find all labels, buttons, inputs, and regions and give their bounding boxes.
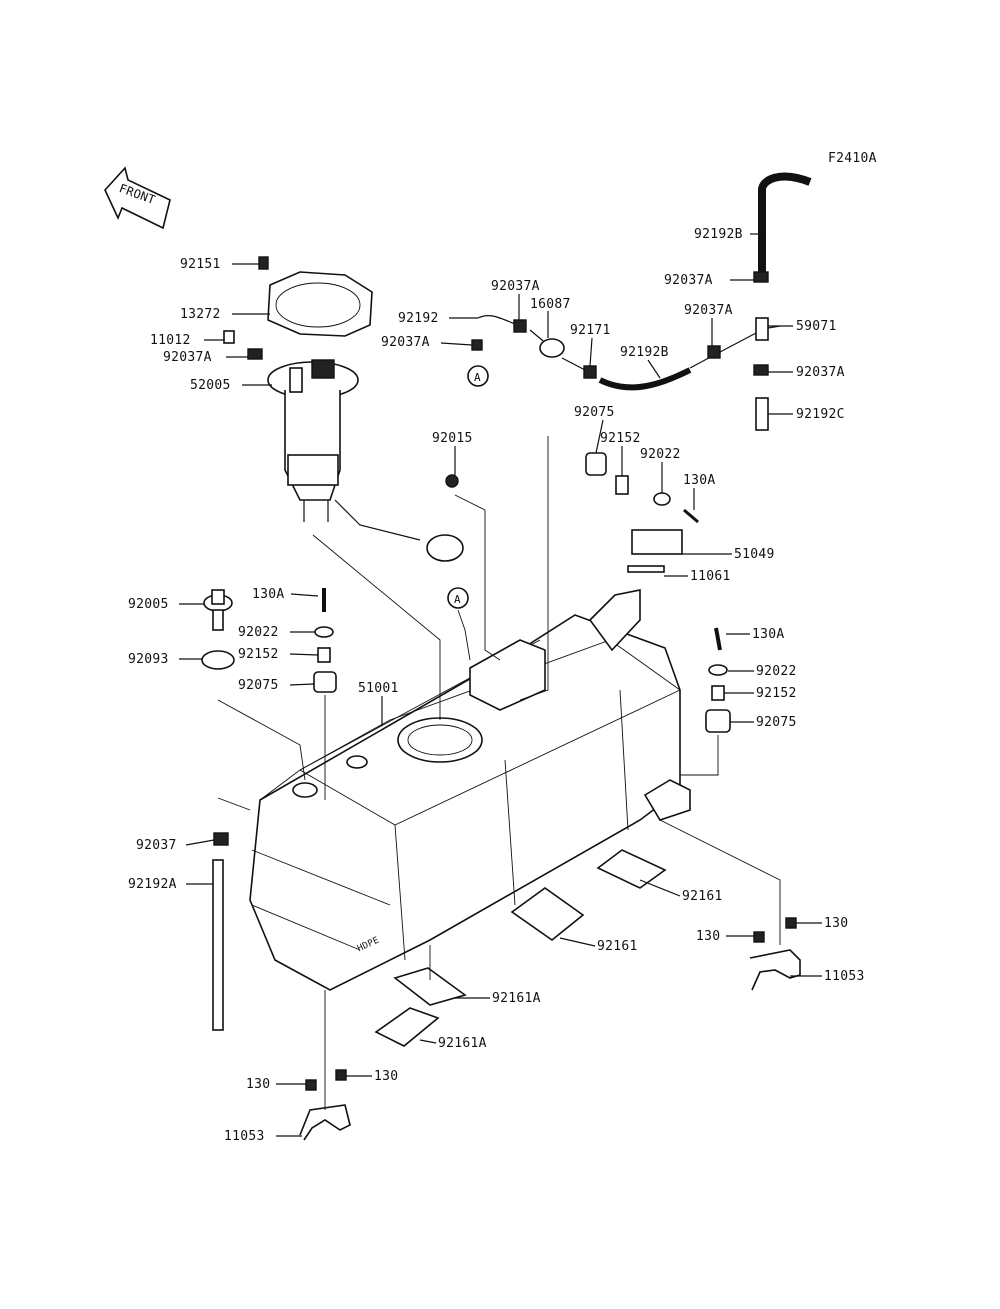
part-label: 11053 xyxy=(224,1129,265,1144)
part-label: 92037A xyxy=(163,350,212,365)
tee-fitting-59071 xyxy=(755,317,781,341)
part-label: 92152 xyxy=(600,431,641,446)
part-label: 92022 xyxy=(238,625,279,640)
part-label: 92161 xyxy=(682,889,723,904)
part-label: 130A xyxy=(752,627,785,642)
clamp-92037a-a xyxy=(513,319,527,333)
clamp-92037 xyxy=(213,832,229,846)
part-label: 92152 xyxy=(238,647,279,662)
washer-92022-right xyxy=(708,664,728,676)
fuel-cap-51049 xyxy=(631,529,683,555)
fuel-pump-52005 xyxy=(267,359,464,562)
gasket-11061 xyxy=(627,565,665,573)
grommet-92075-right xyxy=(705,709,731,733)
part-label: 92075 xyxy=(756,715,797,730)
bracket-11053-right xyxy=(749,917,801,991)
hose-92192b-top xyxy=(758,172,812,191)
hose-92192b-main xyxy=(598,367,692,391)
part-label: 92192B xyxy=(620,345,669,360)
part-label: 52005 xyxy=(190,378,231,393)
part-label: 51001 xyxy=(358,681,399,696)
part-label: 92037 xyxy=(136,838,177,853)
nut-92015 xyxy=(445,474,459,488)
hose-92192c xyxy=(755,397,769,431)
pad-92161a-upper xyxy=(393,967,467,1006)
bracket-11053-left xyxy=(299,1069,351,1141)
clamp-92037a-c xyxy=(707,345,721,359)
bolt-92005 xyxy=(203,589,233,631)
part-label: 92093 xyxy=(128,652,169,667)
part-label: 130 xyxy=(246,1077,270,1092)
leader-lines xyxy=(179,233,822,1137)
svg-text:A: A xyxy=(454,593,461,606)
part-label: 13272 xyxy=(180,307,221,322)
hose-92192a xyxy=(212,859,224,1031)
grommet-92075-left xyxy=(313,671,337,693)
part-labels: 92151 13272 11012 92037A 52005 92192 920… xyxy=(128,227,865,1144)
front-arrow-icon: FRONT xyxy=(104,166,171,230)
part-label: 92037A xyxy=(491,279,540,294)
part-label: 92075 xyxy=(574,405,615,420)
clamp-92037a-d xyxy=(753,271,769,283)
callout-a-lower: A xyxy=(447,587,469,609)
part-label: 92192C xyxy=(796,407,845,422)
part-label: 92161A xyxy=(438,1036,487,1051)
part-label: 92037A xyxy=(664,273,713,288)
part-label: 11061 xyxy=(690,569,731,584)
pad-92161a-lower xyxy=(374,1007,440,1047)
fuel-filter-16087 xyxy=(529,329,586,371)
part-label: 130A xyxy=(252,587,285,602)
figure-code: F2410A xyxy=(828,151,877,166)
washer-92022-top xyxy=(653,492,671,506)
gasket-13272 xyxy=(267,271,373,337)
svg-text:A: A xyxy=(474,371,481,384)
part-label: 92171 xyxy=(570,323,611,338)
part-label: 16087 xyxy=(530,297,571,312)
part-label: 130 xyxy=(374,1069,398,1084)
part-label: 92015 xyxy=(432,431,473,446)
part-label: 92161A xyxy=(492,991,541,1006)
pad-92161-mid xyxy=(510,887,585,942)
part-label: 92192A xyxy=(128,877,177,892)
grommet-92093 xyxy=(201,650,235,670)
part-label: 92022 xyxy=(640,447,681,462)
bolt-92151 xyxy=(258,256,269,270)
fitting-11012 xyxy=(223,330,235,344)
bolt-130a-right xyxy=(714,627,722,651)
part-label: 92037A xyxy=(796,365,845,380)
fuel-tank-51001: HDPE xyxy=(249,589,691,991)
part-label: 92192B xyxy=(694,227,743,242)
collar-92152-right xyxy=(711,685,725,701)
part-label: 92022 xyxy=(756,664,797,679)
collar-92152-left xyxy=(317,647,331,663)
clamp-92037a-b xyxy=(471,339,483,351)
part-label: 92037A xyxy=(684,303,733,318)
washer-92022-left xyxy=(314,626,334,638)
callout-a-upper: A xyxy=(467,365,489,387)
part-label: 130A xyxy=(683,473,716,488)
part-label: 92151 xyxy=(180,257,221,272)
part-label: 92037A xyxy=(381,335,430,350)
part-label: 130 xyxy=(824,916,848,931)
grommet-92075-top xyxy=(585,452,607,476)
collar-92152-top xyxy=(615,475,629,495)
part-label: 130 xyxy=(696,929,720,944)
clamp-92037a-pump xyxy=(247,348,263,360)
part-label: 51049 xyxy=(734,547,775,562)
part-label: 59071 xyxy=(796,319,837,334)
part-label: 92152 xyxy=(756,686,797,701)
part-label: 11012 xyxy=(150,333,191,348)
part-label: 92075 xyxy=(238,678,279,693)
clamp-92171 xyxy=(583,365,597,379)
clamp-92037a-e xyxy=(753,364,769,376)
pad-92161-right xyxy=(596,849,667,889)
bolt-130a-top xyxy=(683,508,699,524)
part-label: 92161 xyxy=(597,939,638,954)
part-label: 92005 xyxy=(128,597,169,612)
part-label: 11053 xyxy=(824,969,865,984)
part-label: 92192 xyxy=(398,311,439,326)
